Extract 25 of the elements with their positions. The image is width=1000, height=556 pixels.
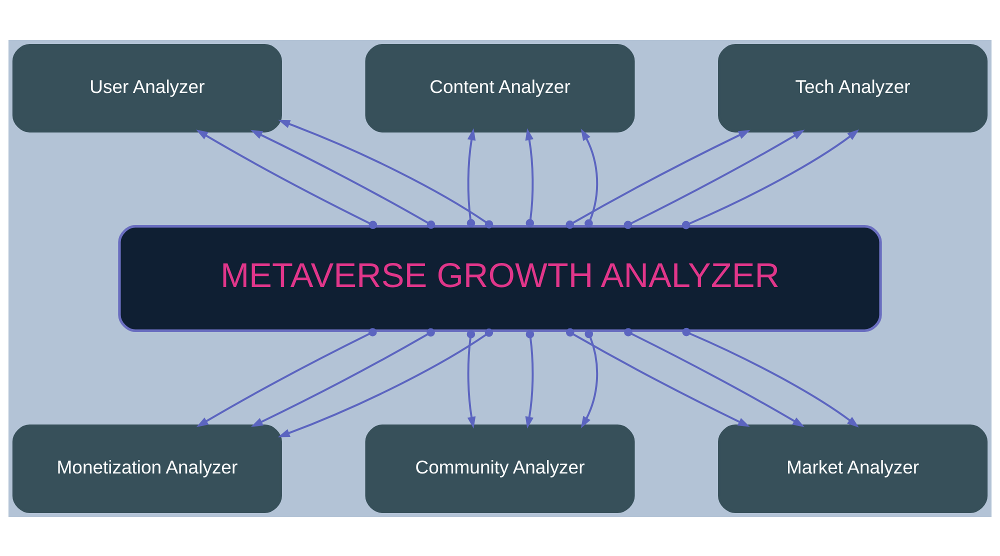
arrow <box>682 327 859 427</box>
arrow <box>580 329 598 428</box>
arrow <box>624 129 805 229</box>
arrow <box>682 128 860 229</box>
arrow <box>250 328 435 426</box>
arrow <box>466 330 476 428</box>
arrow <box>580 128 598 228</box>
arrow <box>196 129 378 229</box>
node-box: User Analyzer <box>12 43 282 132</box>
arrow <box>196 328 377 427</box>
node-box: Tech Analyzer <box>718 43 988 132</box>
node-box: Monetization Analyzer <box>12 424 282 513</box>
arrow <box>525 330 534 428</box>
node-box: Community Analyzer <box>365 424 635 513</box>
arrow <box>278 119 494 228</box>
arrow <box>525 128 534 227</box>
arrow <box>566 129 750 228</box>
arrow <box>250 129 436 228</box>
node-box: Market Analyzer <box>718 424 988 513</box>
arrow <box>566 328 750 426</box>
node-box: Content Analyzer <box>365 43 635 132</box>
arrow <box>624 328 804 427</box>
node-box: METAVERSE GROWTH ANALYZER <box>118 224 882 332</box>
arrow <box>278 328 494 437</box>
arrow <box>466 128 476 227</box>
